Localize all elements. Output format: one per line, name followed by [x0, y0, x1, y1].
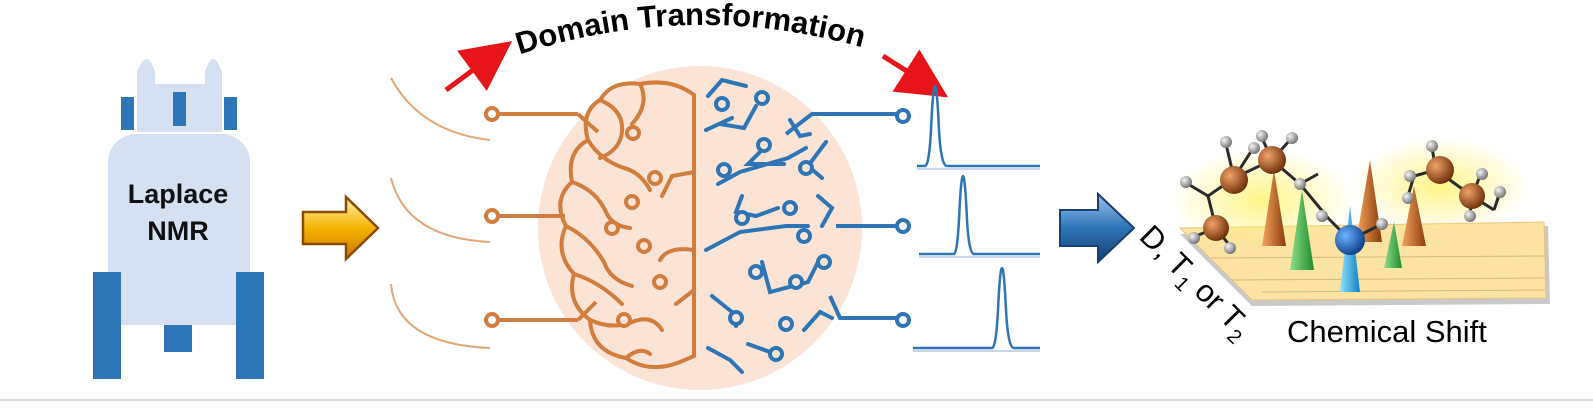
atom-carbon: [1220, 166, 1248, 194]
red-arrow-right: [881, 49, 949, 98]
output-node-2: [895, 218, 911, 234]
spectrum-3d: D, T1 or T2 Chemical Shift: [1133, 130, 1550, 349]
input-arrow-icon: [301, 194, 380, 262]
brain-halo: [538, 66, 862, 390]
atom-hydrogen: [1248, 142, 1260, 154]
brain-left-hemisphere: [558, 80, 696, 370]
domain-transformation-title: Domain Transformation: [511, 0, 869, 61]
atom-hydrogen: [1294, 178, 1306, 190]
cone-green-2: [1384, 222, 1402, 268]
atom-hydrogen: [1404, 170, 1416, 182]
peak-spectrum-2: [919, 174, 1040, 256]
output-node-1: [895, 108, 911, 124]
decay-curves: [390, 77, 491, 349]
output-node-3: [895, 312, 911, 328]
peak-spectrum-3: [913, 266, 1040, 350]
atom-hydrogen: [1220, 136, 1232, 148]
nmr-top-bar: [137, 84, 222, 90]
atom-hydrogen: [1402, 192, 1414, 204]
atom-hydrogen: [1224, 242, 1236, 254]
output-peaks: [913, 84, 1040, 350]
input-node-2: [484, 208, 500, 224]
nmr-magnet-body: [108, 134, 250, 325]
output-connectors: [784, 112, 896, 320]
nmr-leg-right: [236, 272, 264, 379]
atom-hydrogen: [1476, 168, 1488, 180]
atom-carbon: [1258, 146, 1286, 174]
nmr-probe-center: [173, 92, 186, 126]
decay-curve-3: [390, 283, 491, 349]
output-nodes: [895, 108, 911, 328]
atom-carbon: [1203, 215, 1229, 241]
nmr-label-line1: Laplace: [128, 179, 229, 209]
decay-curve-1: [390, 77, 491, 141]
input-node-3: [484, 312, 500, 328]
plane-gridlines: [1209, 255, 1546, 293]
input-nodes: [484, 106, 500, 328]
nmr-leg-left: [93, 272, 121, 379]
cone-brown-3: [1402, 186, 1426, 246]
atom-carbon: [1426, 156, 1454, 184]
atom-hydrogen: [1464, 210, 1476, 222]
atom-hydrogen: [1180, 176, 1192, 188]
nmr-label-line2: NMR: [147, 216, 209, 246]
decay-curve-2: [390, 177, 491, 243]
atom-hydrogen: [1426, 140, 1438, 152]
cone-green-1: [1290, 190, 1314, 270]
brain-right-nodes: [714, 90, 832, 362]
domain-transformation-title-wrap: Domain Transformation: [511, 0, 869, 61]
input-connectors: [498, 112, 600, 322]
atom-nitrogen: [1335, 225, 1365, 255]
atom-hydrogen: [1494, 186, 1506, 198]
peak-shadows: [913, 168, 1040, 352]
atom-hydrogen: [1286, 132, 1298, 144]
nmr-probe-left: [121, 97, 134, 130]
nmr-instrument: Laplace NMR: [93, 59, 264, 379]
atom-hydrogen: [1376, 218, 1388, 230]
peak-spectrum-1: [917, 84, 1040, 168]
nmr-base-block: [164, 325, 192, 352]
brain-left-nodes: [604, 125, 668, 328]
cone-brown-1: [1262, 170, 1286, 246]
brain-right-hemisphere: [704, 77, 835, 374]
molecule-atoms: [1180, 130, 1506, 255]
input-node-1: [484, 106, 500, 122]
atom-hydrogen: [1256, 130, 1268, 142]
cone-brown-2: [1356, 160, 1382, 242]
glow-right: [1350, 138, 1530, 234]
atom-hydrogen: [1316, 210, 1328, 222]
brain-network: [484, 66, 911, 390]
axis-x-label: Chemical Shift: [1287, 314, 1487, 349]
atom-hydrogen: [1188, 232, 1200, 244]
nmr-probe-right: [224, 97, 237, 130]
output-arrow-icon: [1059, 191, 1136, 265]
red-arrow-left: [444, 41, 513, 93]
atom-carbon: [1459, 183, 1485, 209]
